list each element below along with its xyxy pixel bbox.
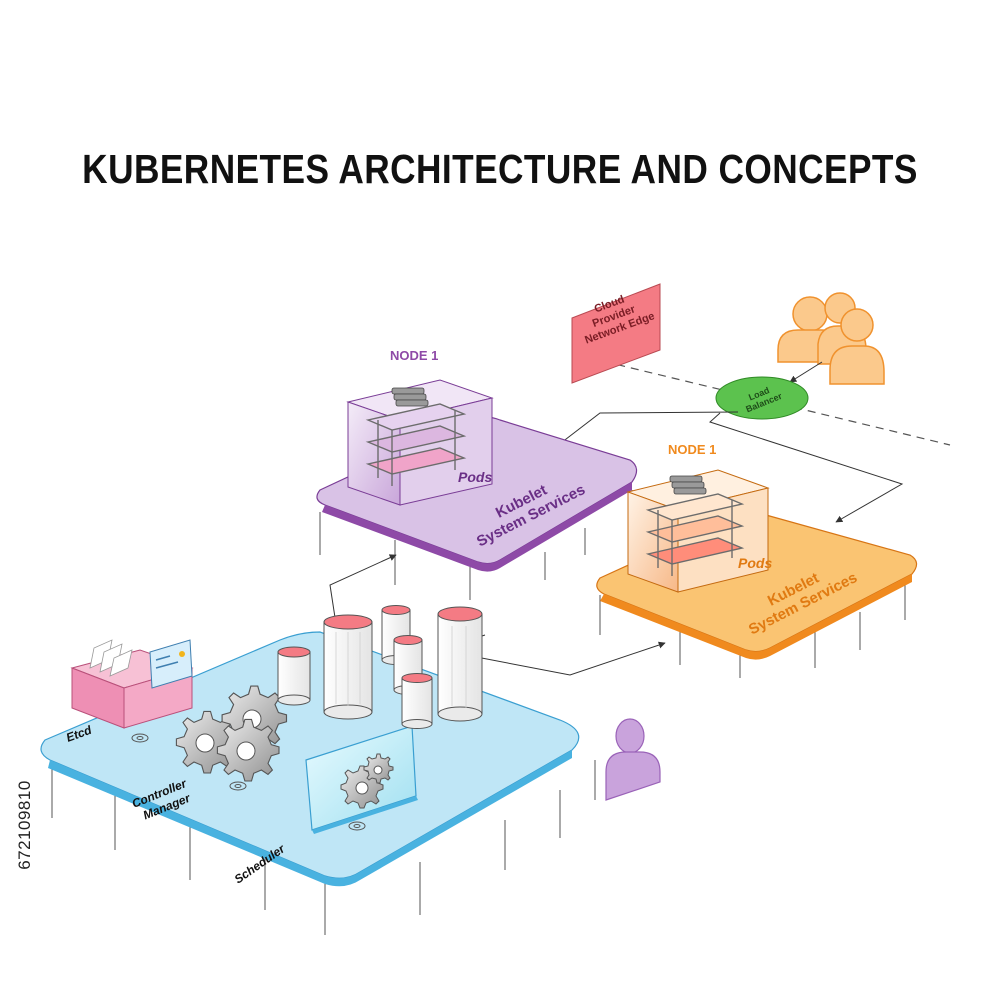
node2-heading: NODE 1: [668, 442, 716, 457]
server-stack-icon: [669, 475, 707, 495]
gear-icon: [340, 753, 394, 809]
scheduler-screen: [305, 725, 418, 834]
gear-icon: [175, 685, 288, 782]
stock-id-text: 672109810: [15, 780, 34, 870]
server-stack-icon: [391, 387, 429, 407]
page-title: KUBERNETES ARCHITECTURE AND CONCEPTS: [82, 146, 918, 192]
node1-heading: NODE 1: [390, 348, 438, 363]
node1-pod-cube: Pods: [346, 379, 494, 506]
user-icon: [605, 718, 661, 801]
node2-pod-cube: Pods: [626, 469, 772, 593]
id-card-icon: [149, 639, 193, 689]
load-balancer-ellipse: Load Balancer: [715, 376, 809, 420]
cloud-provider-box: Cloud Provider Network Edge: [571, 283, 661, 384]
users-group-icon: [777, 292, 885, 385]
database-drawer-icon: [70, 639, 194, 729]
node1-pods-label: Pods: [458, 469, 492, 485]
node2-pods-label: Pods: [738, 555, 772, 571]
server-tower-icon: [277, 605, 483, 729]
